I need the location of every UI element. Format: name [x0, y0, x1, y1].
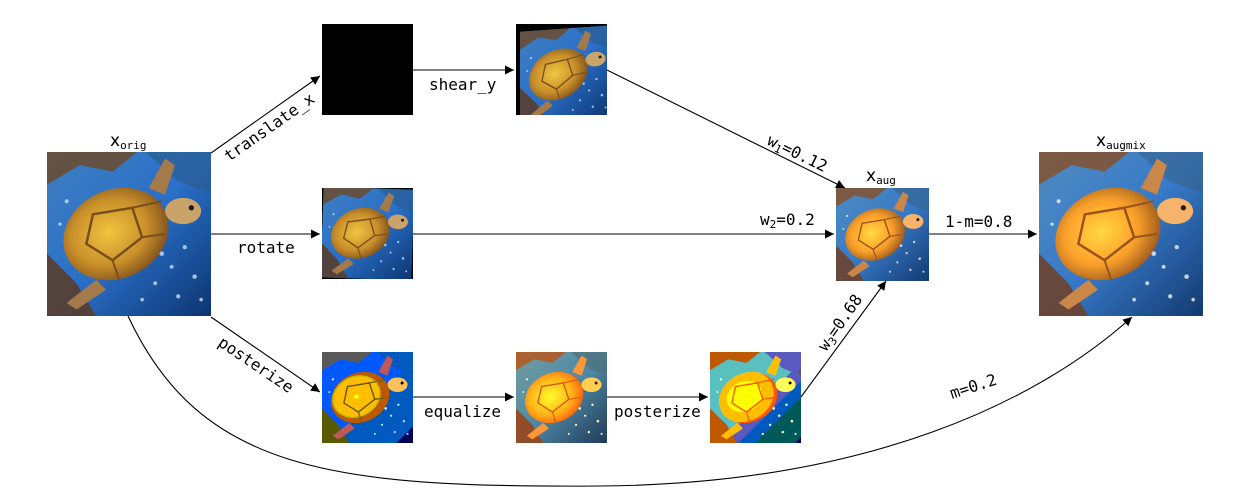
- edge-orig-augmix-curve: [127, 315, 1133, 487]
- label-equalize: equalize: [424, 402, 501, 421]
- label-w3: w3=0.68: [814, 291, 868, 356]
- label-x-augmix: xaugmix: [1096, 131, 1146, 152]
- label-shear-y: shear_y: [429, 75, 497, 94]
- image-translate-x: [322, 24, 413, 115]
- label-w2: w2=0.2: [760, 210, 815, 231]
- label-x-aug: xaug: [866, 166, 896, 187]
- image-x-aug: [836, 188, 929, 281]
- label-posterize-1: posterize: [215, 333, 298, 397]
- edge-orig-translate: [210, 75, 321, 154]
- label-m: m=0.2: [947, 370, 999, 403]
- image-posterize-2: [710, 352, 801, 443]
- image-shear-y: [516, 24, 607, 115]
- label-w1: w1=0.12: [763, 131, 830, 178]
- edge-orig-posterize: [210, 316, 321, 393]
- image-equalize: [516, 352, 607, 443]
- label-posterize-2: posterize: [614, 402, 701, 421]
- label-x-orig: xorig: [110, 131, 147, 152]
- image-x-augmix: [1039, 152, 1203, 316]
- edge-posterize-aug: [800, 280, 887, 398]
- image-posterize-1: [322, 352, 413, 443]
- label-one-minus-m: 1-m=0.8: [945, 212, 1012, 231]
- label-rotate: rotate: [237, 238, 295, 257]
- label-translate-x: translate_x: [220, 89, 318, 166]
- image-rotate: [322, 188, 413, 279]
- edge-shear-aug: [606, 69, 846, 189]
- image-x-orig: [47, 152, 211, 316]
